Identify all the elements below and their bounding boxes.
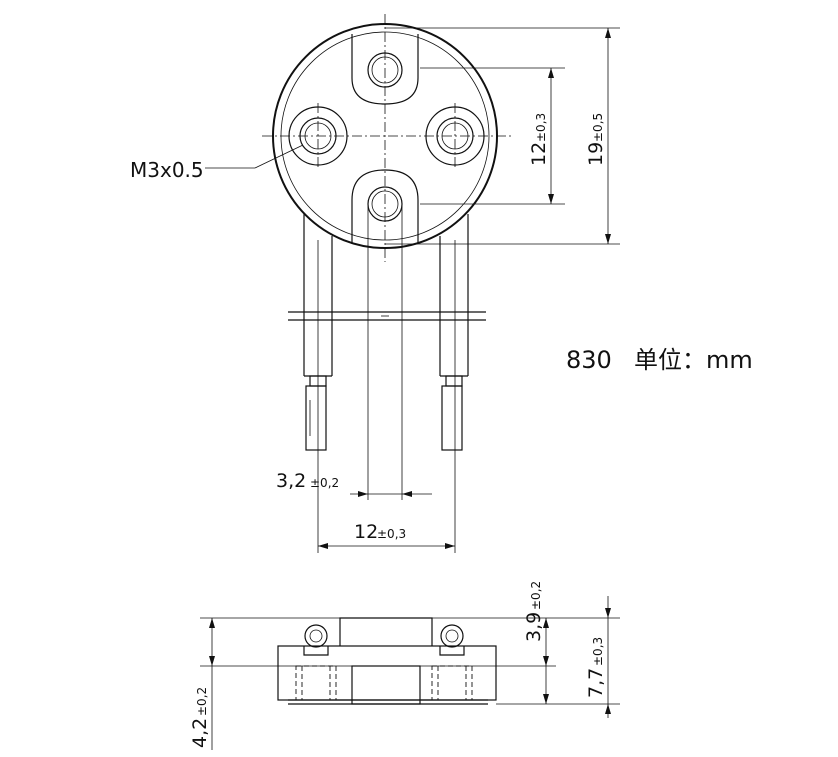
top-eyelet bbox=[351, 34, 419, 105]
dim-head-height: 19 bbox=[585, 142, 607, 166]
dim-pin-spacing: 12 bbox=[354, 521, 378, 543]
dim-side-total: 7,7 bbox=[585, 668, 607, 698]
dim-side-top: 3,9 bbox=[523, 612, 545, 642]
top-view: M3x0.5 3,2 ±0,2 bbox=[130, 14, 620, 553]
right-screw bbox=[431, 624, 473, 701]
left-thread-hole bbox=[288, 106, 348, 166]
dim-side-top-tol: ±0,2 bbox=[529, 581, 543, 610]
dim-side-total-tol: ±0,3 bbox=[591, 637, 605, 666]
dim-hole-spacing: 12 bbox=[528, 142, 550, 166]
right-pin bbox=[439, 214, 469, 451]
unit-label: 单位：mm bbox=[634, 346, 753, 374]
model-number: 830 bbox=[566, 346, 612, 374]
dim-pin-width: 3,2 bbox=[276, 470, 306, 492]
side-body bbox=[277, 645, 497, 701]
thread-callout: M3x0.5 bbox=[130, 158, 204, 182]
left-screw bbox=[295, 624, 337, 701]
side-view: 4,2 ±0,2 3,9 ±0,2 7,7 ±0,3 bbox=[189, 581, 620, 750]
left-pin bbox=[303, 214, 333, 451]
dim-pin-width-tol: ±0,2 bbox=[310, 476, 339, 490]
right-thread-hole bbox=[425, 106, 485, 166]
body-circle bbox=[272, 23, 498, 249]
dim-head-height-tol: ±0,5 bbox=[591, 113, 605, 142]
dim-side-base: 4,2 bbox=[189, 718, 211, 748]
dim-pin-spacing-tol: ±0,3 bbox=[377, 527, 406, 541]
dim-side-base-tol: ±0,2 bbox=[195, 687, 209, 716]
dim-hole-spacing-tol: ±0,3 bbox=[534, 113, 548, 142]
bottom-eyelet bbox=[351, 169, 419, 244]
